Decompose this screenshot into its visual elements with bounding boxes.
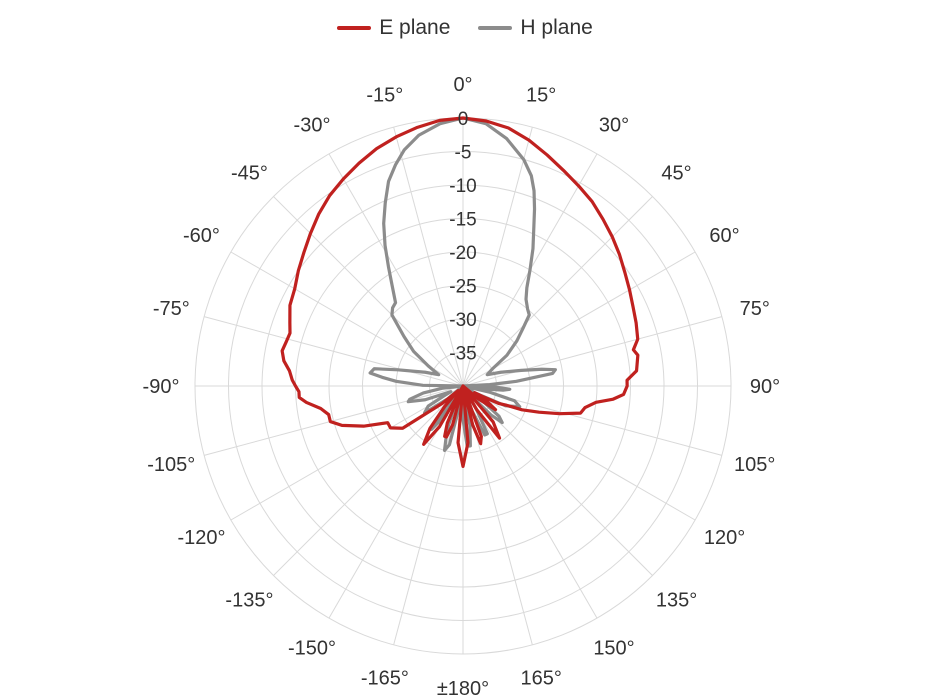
series-line-e-plane xyxy=(280,116,640,468)
grid-spoke xyxy=(462,251,696,387)
angle-tick-label: 30° xyxy=(599,114,629,136)
series-layer xyxy=(280,116,640,468)
grid-spoke xyxy=(462,385,696,521)
radial-tick-label: -35 xyxy=(449,344,476,365)
grid-spoke xyxy=(462,385,598,619)
angle-tick-label: 135° xyxy=(656,590,697,612)
legend-label-e-plane: E plane xyxy=(379,16,451,39)
angle-tick-label: -75° xyxy=(153,298,190,320)
angle-tick-label: 165° xyxy=(520,668,561,690)
legend: E plane H plane xyxy=(0,16,930,40)
angle-tick-label: -165° xyxy=(361,668,409,690)
angle-tick-label: 150° xyxy=(593,638,634,660)
angle-tick-label: -60° xyxy=(183,225,220,247)
grid-spoke xyxy=(393,127,464,387)
grid-spoke xyxy=(273,385,464,576)
angle-tick-label: 45° xyxy=(661,162,691,184)
radial-tick-label: -15 xyxy=(449,210,476,231)
legend-swatch-e-plane xyxy=(337,26,372,30)
legend-item-e-plane[interactable]: E plane xyxy=(337,16,450,40)
radial-tick-label: -20 xyxy=(449,243,476,264)
angle-tick-label: -45° xyxy=(231,162,268,184)
polar-grid xyxy=(194,117,732,655)
angle-tick-label: 60° xyxy=(709,225,739,247)
angle-tick-label: 75° xyxy=(740,298,770,320)
series-line-h-plane xyxy=(368,116,557,452)
angle-tick-label: 90° xyxy=(750,376,780,398)
radial-tick-label: 0 xyxy=(458,109,469,130)
radial-tick-label: -10 xyxy=(449,176,476,197)
radial-tick-label: -25 xyxy=(449,277,476,298)
angle-tick-label: -150° xyxy=(288,638,336,660)
radial-tick-label: -30 xyxy=(449,310,476,331)
legend-item-h-plane[interactable]: H plane xyxy=(478,16,593,40)
angle-tick-label: -120° xyxy=(177,527,225,549)
angle-tick-label: -90° xyxy=(143,376,180,398)
grid-spoke xyxy=(462,316,722,387)
radial-labels: 0 -5 -10 -15 -20 -25 -30 -35 xyxy=(449,109,476,365)
angle-tick-label: -30° xyxy=(294,114,331,136)
angle-tick-label: 105° xyxy=(734,454,775,476)
grid-spoke xyxy=(230,385,464,521)
angle-tick-label: 15° xyxy=(526,84,556,106)
grid-spoke xyxy=(273,196,464,387)
angle-tick-label: 0° xyxy=(453,74,472,96)
angle-tick-label: ±180° xyxy=(437,678,489,696)
grid-spoke xyxy=(204,385,464,456)
angle-tick-label: -135° xyxy=(225,590,273,612)
legend-swatch-h-plane xyxy=(478,26,513,30)
legend-label-h-plane: H plane xyxy=(520,16,593,39)
grid-spoke xyxy=(328,153,464,387)
radial-tick-label: -5 xyxy=(455,143,472,164)
angle-tick-label: 120° xyxy=(704,527,745,549)
angle-tick-label: -105° xyxy=(147,454,195,476)
grid-spoke xyxy=(462,127,533,387)
grid-spoke xyxy=(204,316,464,387)
angle-labels: 0° 15° 30° 45° 60° 75° 90° 105° 120° 135° 150° 165°… xyxy=(143,74,781,696)
angle-tick-label: -15° xyxy=(366,84,403,106)
grid-spoke xyxy=(462,196,653,387)
